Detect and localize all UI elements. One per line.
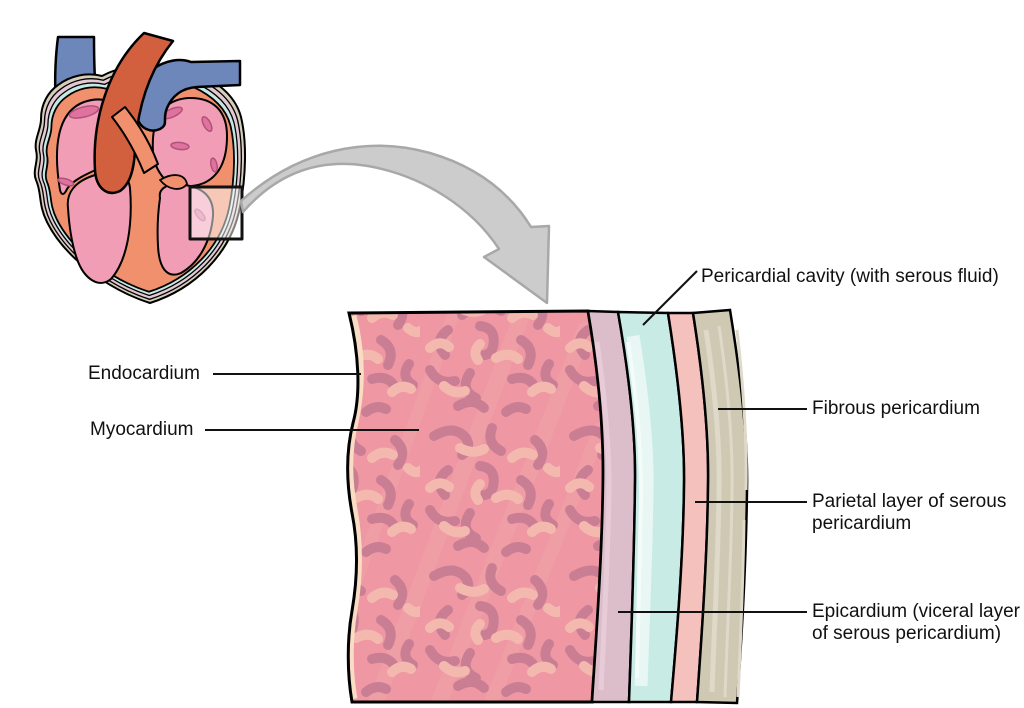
atrial-wall-band — [111, 106, 159, 174]
zoom-arrow-icon — [239, 144, 551, 305]
aorta — [93, 31, 175, 195]
leader-line-pericardial-cavity — [642, 270, 698, 326]
label-myocardium: Myocardium — [90, 419, 194, 440]
label-epicardium: Epicardium (viceral layer of serous peri… — [812, 601, 1021, 644]
label-parietal-layer: Parietal layer of serous pericardium — [812, 491, 1007, 534]
label-endocardium: Endocardium — [88, 363, 200, 384]
cavity-highlight — [626, 334, 654, 687]
left-ventricle — [66, 171, 132, 284]
cavity-streak — [626, 341, 644, 679]
tissue-block — [346, 308, 749, 705]
label-fibrous-pericardium: Fibrous pericardium — [812, 398, 980, 419]
myocardium-texture — [347, 311, 604, 702]
label-pericardial-cavity: Pericardial cavity (with serous fluid) — [701, 266, 999, 287]
epicardium-highlight — [594, 341, 612, 691]
fibrous-streaks — [703, 325, 748, 698]
leader-lines — [205, 270, 807, 613]
heart-illustration — [33, 31, 247, 304]
inset-highlight-overlay — [191, 188, 241, 238]
zoom-rectangle-icon — [188, 185, 244, 241]
